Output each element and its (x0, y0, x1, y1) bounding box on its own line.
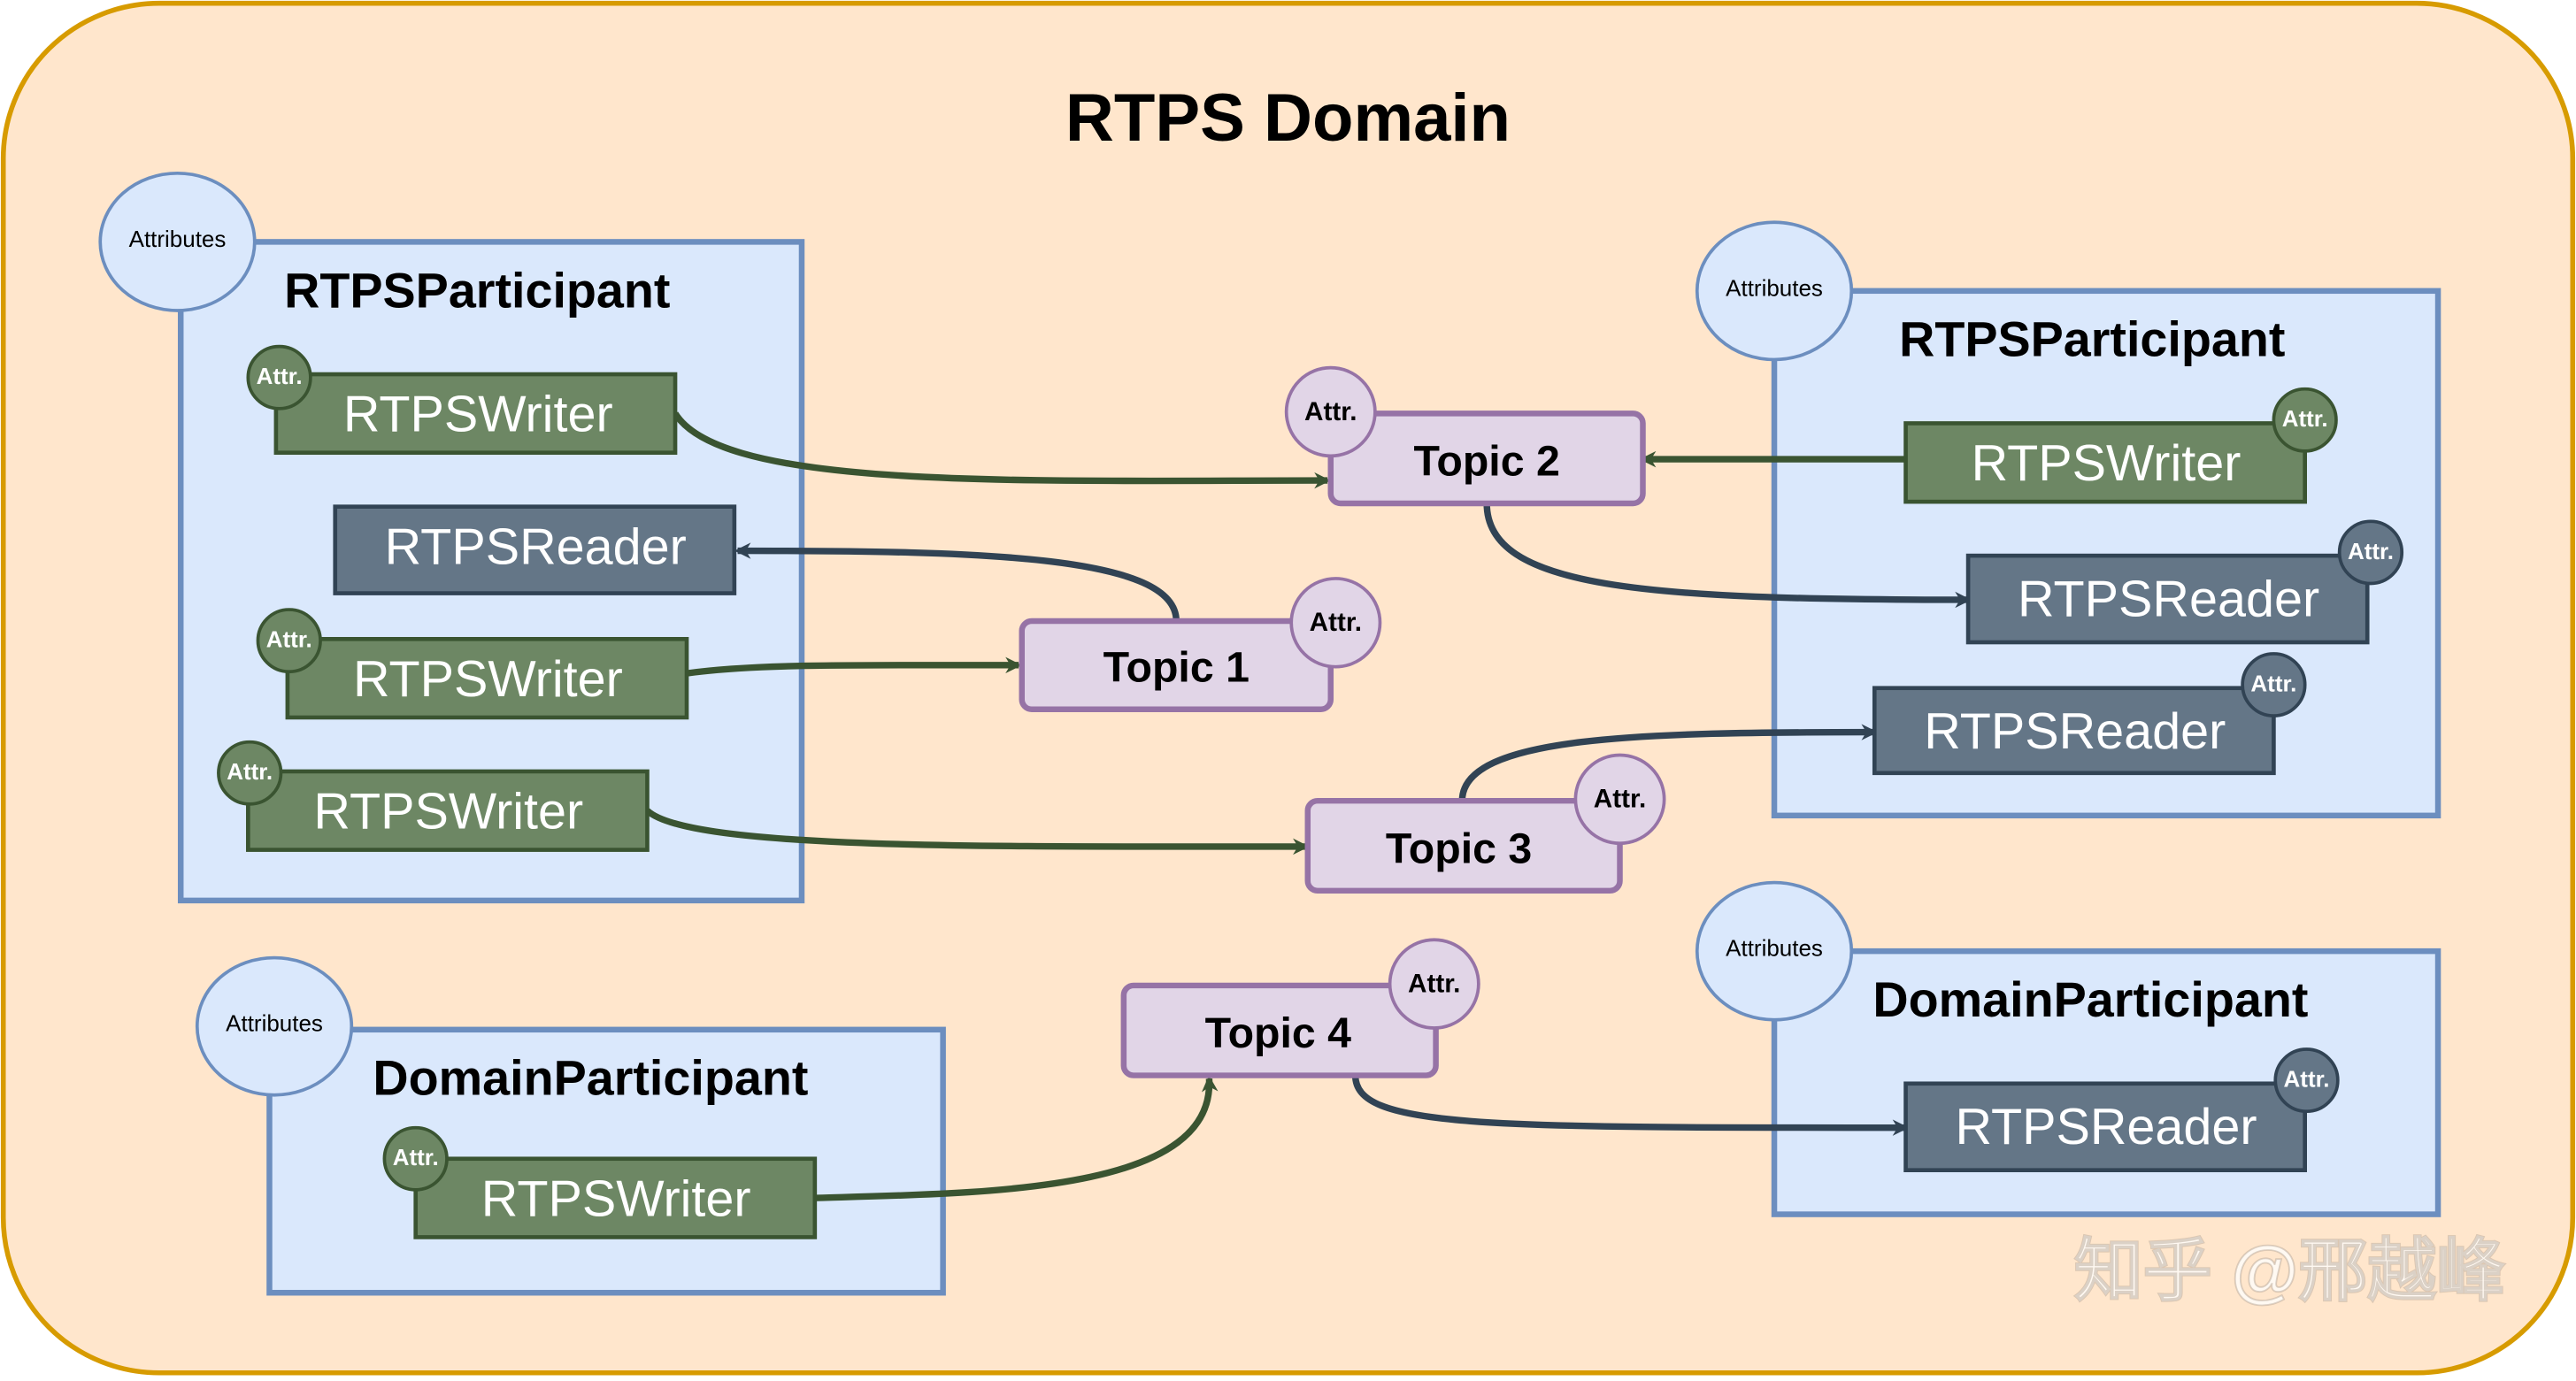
svg-text:Attr.: Attr. (1594, 785, 1646, 814)
svg-text:Attr.: Attr. (393, 1146, 439, 1170)
topic-4-box[interactable]: Topic 4 (1120, 982, 1439, 1078)
svg-text:RTPSWriter: RTPSWriter (313, 784, 583, 840)
svg-text:Attr.: Attr. (1310, 608, 1362, 637)
arrow-topic2-to-reader2 (1483, 503, 1972, 609)
arrow-topic3-to-reader3 (1458, 724, 1878, 802)
rtps-writer-box[interactable]: RTPSWriter (285, 636, 689, 720)
participant-name: DomainParticipant (1872, 972, 2308, 1027)
svg-text:Attr.: Attr. (2282, 407, 2328, 432)
attributes-badge[interactable]: Attributes (1695, 880, 1854, 1022)
participant-name: RTPSParticipant (1899, 312, 2285, 367)
svg-text:Attributes: Attributes (129, 227, 227, 252)
participant-name: RTPSParticipant (284, 263, 670, 318)
svg-text:Attr.: Attr. (2284, 1068, 2330, 1093)
attr-badge[interactable]: Attr. (1284, 365, 1377, 458)
svg-text:RTPSWriter: RTPSWriter (1972, 435, 2242, 492)
svg-text:Attributes: Attributes (226, 1012, 323, 1037)
rtps-reader-box[interactable]: RTPSReader (1872, 686, 2276, 776)
svg-text:RTPSReader: RTPSReader (385, 518, 687, 575)
svg-text:Attr.: Attr. (2250, 671, 2296, 696)
attr-badge[interactable]: Attr. (1289, 577, 1382, 669)
attributes-badge[interactable]: Attributes (1695, 220, 1854, 362)
svg-text:Attr.: Attr. (257, 364, 303, 389)
watermark: 知乎 @邢越峰 (2074, 1233, 2506, 1309)
svg-text:Topic 1: Topic 1 (1103, 643, 1250, 691)
svg-text:Topic 3: Topic 3 (1386, 825, 1532, 873)
svg-text:RTPSWriter: RTPSWriter (481, 1171, 751, 1228)
attributes-badge[interactable]: Attributes (195, 955, 354, 1097)
svg-text:Topic 2: Topic 2 (1413, 438, 1559, 486)
svg-text:Attr.: Attr. (1304, 397, 1357, 426)
svg-text:RTPSWriter: RTPSWriter (343, 387, 613, 443)
svg-text:Attr.: Attr. (1408, 969, 1460, 998)
topic-3-box[interactable]: Topic 3 (1304, 797, 1623, 894)
rtps-writer-box[interactable]: RTPSWriter (1903, 421, 2307, 504)
svg-text:Topic 4: Topic 4 (1205, 1009, 1352, 1057)
svg-text:Attr.: Attr. (266, 628, 312, 653)
attributes-badge[interactable]: Attributes (98, 171, 257, 312)
attr-badge[interactable]: Attr. (382, 1125, 449, 1192)
arrow-writer3-to-topic3 (644, 808, 1310, 855)
attr-badge[interactable]: Attr. (2272, 387, 2338, 453)
attr-badge[interactable]: Attr. (256, 608, 322, 674)
svg-text:RTPSReader: RTPSReader (1955, 1099, 2257, 1155)
rtps-writer-box[interactable]: RTPSWriter (413, 1156, 818, 1239)
svg-text:Attr.: Attr. (227, 760, 273, 785)
svg-text:RTPSWriter: RTPSWriter (353, 651, 623, 708)
rtps-writer-box[interactable]: RTPSWriter (246, 769, 650, 852)
svg-text:Attributes: Attributes (1726, 276, 1823, 301)
attr-badge[interactable]: Attr. (246, 344, 312, 410)
rtps-reader-box[interactable]: RTPSReader (333, 504, 737, 595)
participant-name: DomainParticipant (373, 1051, 808, 1106)
rtps-reader-box[interactable]: RTPSReader (1965, 553, 2370, 645)
rtps-reader-box[interactable]: RTPSReader (1903, 1081, 2307, 1173)
svg-text:RTPSReader: RTPSReader (1924, 703, 2226, 760)
attr-badge[interactable]: Attr. (2337, 519, 2404, 586)
arrow-topic1-to-reader1 (734, 542, 1180, 622)
arrow-writer1-to-topic2 (672, 411, 1331, 489)
attr-badge[interactable]: Attr. (1388, 938, 1480, 1030)
rtps-writer-box[interactable]: RTPSWriter (273, 372, 678, 456)
topic-1-box[interactable]: Topic 1 (1019, 618, 1334, 712)
topic-2-box[interactable]: Topic 2 (1327, 410, 1646, 507)
arrow-writer5-to-topic4 (814, 1075, 1219, 1201)
arrow-writer2-to-topic1 (686, 656, 1022, 677)
svg-text:Attributes: Attributes (1726, 937, 1823, 962)
attr-badge[interactable]: Attr. (2273, 1047, 2340, 1114)
attr-badge[interactable]: Attr. (217, 740, 283, 806)
svg-text:RTPSReader: RTPSReader (2018, 572, 2319, 628)
domain-title: RTPS Domain (1065, 81, 1511, 156)
svg-text:Attr.: Attr. (2348, 540, 2394, 564)
arrow-topic4-to-reader4 (1351, 1075, 1910, 1136)
attr-badge[interactable]: Attr. (2241, 652, 2307, 717)
attr-badge[interactable]: Attr. (1573, 753, 1666, 846)
